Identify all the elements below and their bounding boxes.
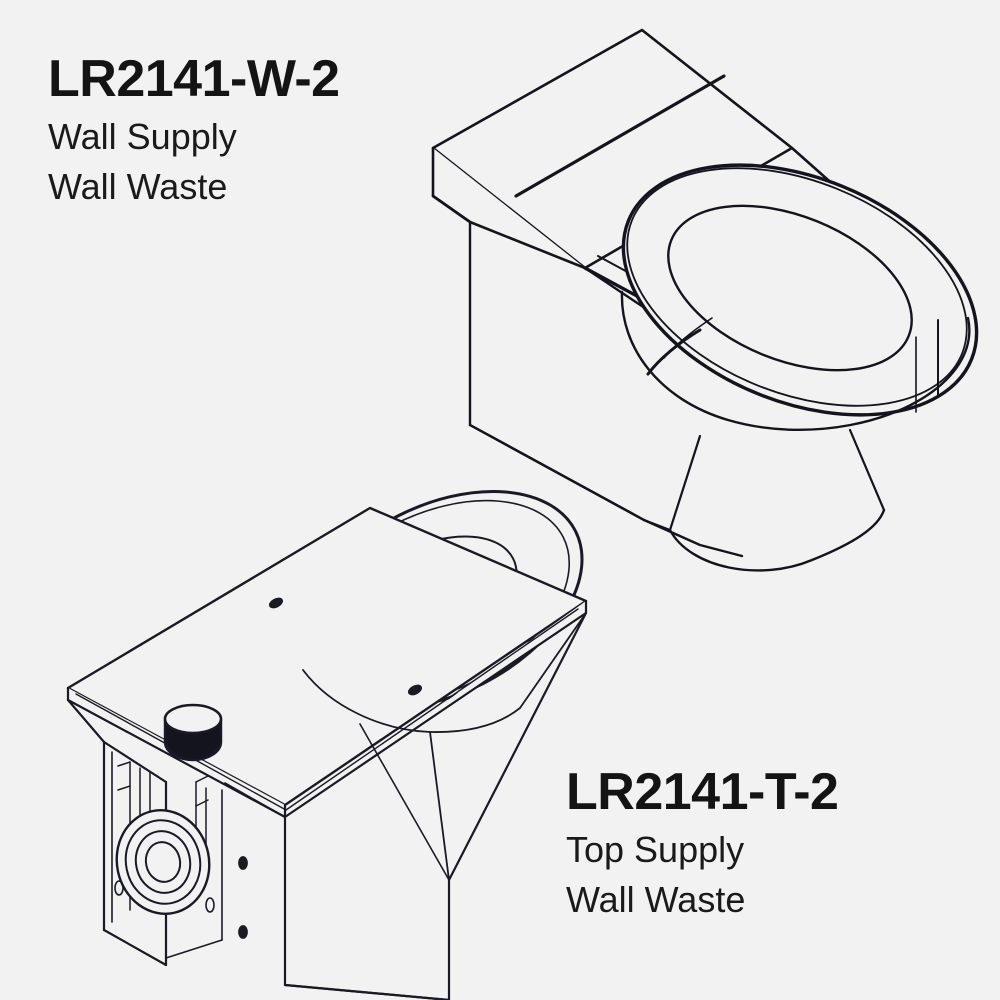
waste-type-upper: Wall Waste: [48, 166, 228, 207]
mounting-holes: [114, 856, 248, 939]
bowl-underside: [302, 612, 587, 881]
supply-type-lower: Top Supply: [566, 829, 745, 870]
tank-shroud: [431, 28, 847, 270]
deck-hole-left: [268, 597, 284, 609]
waste-outlet: [115, 809, 211, 915]
bowl-opening: [667, 204, 913, 372]
push-button[interactable]: [163, 703, 223, 762]
label-block-lower: LR2141-T-2 Top Supply Wall Waste: [566, 763, 839, 925]
waste-type-lower: Wall Waste: [566, 879, 746, 920]
model-number-lower: LR2141-T-2: [566, 763, 839, 821]
supply-type-upper: Wall Supply: [48, 116, 237, 157]
seat-hinge-edge: [646, 317, 713, 376]
model-number-upper: LR2141-W-2: [48, 50, 340, 108]
deck-hole-right: [407, 684, 423, 696]
bowl-body: [620, 290, 971, 431]
label-block-upper: LR2141-W-2 Wall Supply Wall Waste: [48, 52, 340, 212]
trapway: [642, 428, 886, 572]
